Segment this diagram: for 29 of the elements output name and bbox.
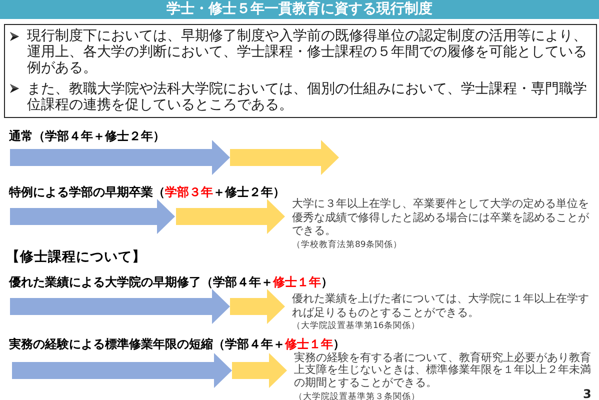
description-text: 優れた業績を上げた者については、大学院に１年以上在学すれば足りるものとすることができる。	[292, 292, 589, 318]
pointed-bar	[176, 198, 285, 234]
description-text: 大学に３年以上在学し、卒業要件として大学の定める単位を優秀な成績で修得したと認める場合には卒業を認めることができる。	[292, 197, 589, 238]
highlighted-text: 修士１年	[285, 337, 333, 351]
bullet-text: 現行制度下においては、早期修了制度や入学前の既修得単位の認定制度の活用等により、運用上、各大学の判断において、学士課程・修士課程の５年間での履修を可能としている例がある。	[27, 28, 588, 76]
heading-text: 優れた業績による大学院の早期修了（学部４年＋	[9, 274, 273, 288]
pointed-bar	[230, 288, 285, 324]
heading-text: 通常（学部４年＋修士２年）	[9, 128, 165, 142]
note-box	[4, 24, 597, 118]
heading-text: 実務の経験による標準修業年限の短縮（学部４年＋	[9, 337, 285, 351]
pointed-bar	[232, 353, 287, 388]
citation-text: （大学院設置基準第16条関係）	[292, 321, 420, 331]
pointed-bar	[10, 198, 175, 234]
pointed-bar	[12, 353, 232, 388]
heading-text: ）	[321, 274, 333, 288]
citation-text: （学校教育法第89条関係）	[292, 240, 402, 250]
pointed-bar	[10, 288, 230, 324]
highlighted-text: 修士１年	[273, 274, 321, 288]
page-number: 3	[583, 387, 592, 400]
citation-text: （大学院設置基準第３条関係）	[294, 392, 420, 400]
description-text: 実務の経験を有する者について、教育研究上必要があり教育上支障を生じないときは、標準修業年限を１年以上２年未満の期間とすることができる。	[294, 350, 591, 390]
pointed-bar	[230, 140, 339, 174]
highlighted-text: 学部３年	[165, 184, 213, 198]
heading-text: 特例による学部の早期卒業（	[9, 184, 165, 198]
section-heading: 【修士課程について】	[6, 248, 146, 264]
bullet-text: また、教職大学院や法科大学院においては、個別の仕組みにおいて、学士課程・専門職学位課程の連携を促しているところである。	[27, 80, 588, 112]
heading-text: ）	[333, 337, 345, 351]
heading-text: ＋修士２年）	[213, 184, 285, 198]
title-bar: 学士・修士５年一貫教育に資する現行制度	[0, 0, 599, 19]
